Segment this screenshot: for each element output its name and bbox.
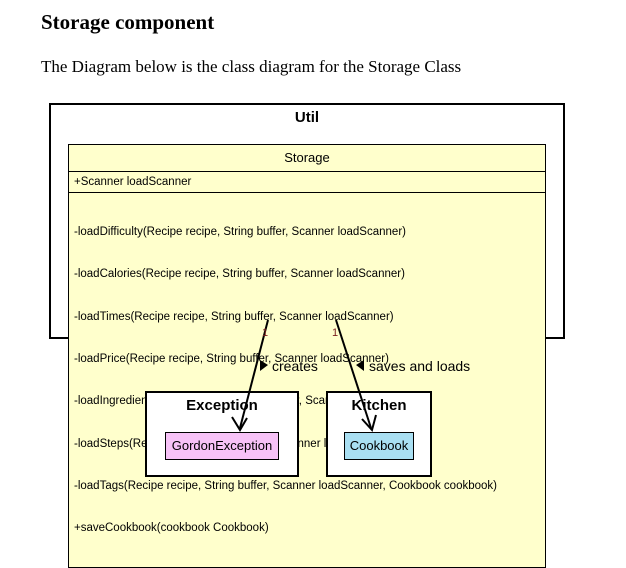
multiplicity-left: 1 [262,327,269,339]
storage-attribute: +Scanner loadScanner [74,176,192,188]
storage-operation: -loadCalories(Recipe recipe, String buff… [74,268,405,281]
saves-and-loads-label: saves and loads [369,358,471,374]
creates-label: creates [272,358,318,374]
multiplicity-right: 1 [332,327,339,339]
util-package-title: Util [294,109,320,126]
storage-class-name: Storage [69,145,545,172]
saves-arrowhead [361,414,377,433]
association-arrows [231,319,377,433]
storage-operation: -loadTags(Recipe recipe, String buffer, … [74,479,497,492]
storage-operation: -loadPrice(Recipe recipe, String buffer,… [74,353,389,366]
creates-association-line [239,319,269,429]
exception-package-title: Exception [186,397,258,414]
storage-operation: +saveCookbook(cookbook Cookbook) [74,522,269,535]
page-heading: Storage component [41,10,215,34]
storage-attributes: +Scanner loadScanner [69,172,545,193]
cookbook-class: Cookbook [344,432,414,460]
creates-direction-icon [260,360,268,371]
intro-text: The Diagram below is the class diagram f… [41,57,462,76]
gordon-exception-class: GordonException [165,432,279,460]
saves-direction-icon [356,360,364,371]
storage-operation: -loadTimes(Recipe recipe, String buffer,… [74,310,394,323]
storage-operation: -loadDifficulty(Recipe recipe, String bu… [74,226,406,239]
creates-arrowhead [231,416,248,432]
saves-association-line [335,319,372,429]
